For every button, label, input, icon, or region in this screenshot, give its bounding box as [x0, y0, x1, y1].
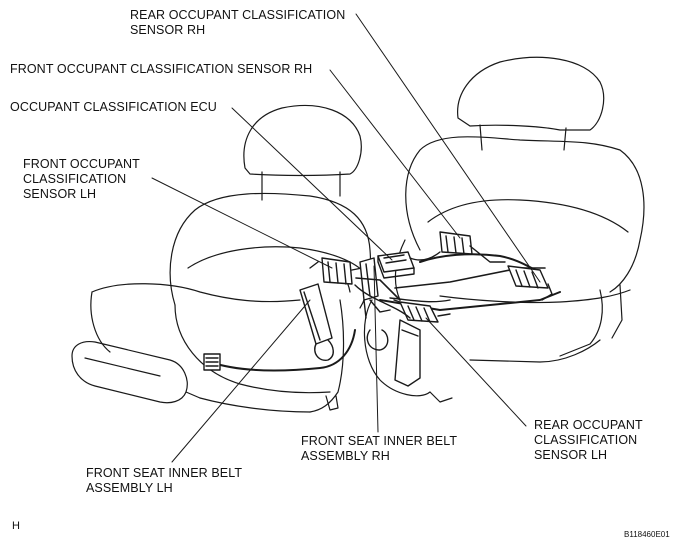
label-belt-rh: FRONT SEAT INNER BELT ASSEMBLY RH [301, 434, 458, 463]
leader-ecu [231, 107, 393, 261]
leader-rear-lh [425, 317, 527, 427]
leader-lines [151, 13, 541, 463]
left-seat-drawing [71, 104, 372, 413]
harness-and-sensors [203, 231, 561, 387]
leader-front-lh [151, 177, 333, 269]
leader-rear-rh [355, 13, 541, 283]
corner-code: H [12, 520, 20, 532]
leader-belt-lh [171, 299, 311, 463]
label-front-sensor-lh: FRONT OCCUPANT CLASSIFICATION SENSOR LH [23, 157, 140, 201]
leader-belt-rh [373, 265, 379, 433]
leader-front-rh [329, 69, 461, 239]
label-front-sensor-rh: FRONT OCCUPANT CLASSIFICATION SENSOR RH [10, 62, 313, 76]
label-belt-lh: FRONT SEAT INNER BELT ASSEMBLY LH [86, 466, 243, 495]
label-rear-sensor-rh: REAR OCCUPANT CLASSIFICATION SENSOR RH [130, 8, 346, 37]
label-rear-sensor-lh: REAR OCCUPANT CLASSIFICATION SENSOR LH [534, 418, 643, 462]
figure-id: B118460E01 [624, 530, 670, 539]
label-occupant-ecu: OCCUPANT CLASSIFICATION ECU [10, 100, 217, 114]
